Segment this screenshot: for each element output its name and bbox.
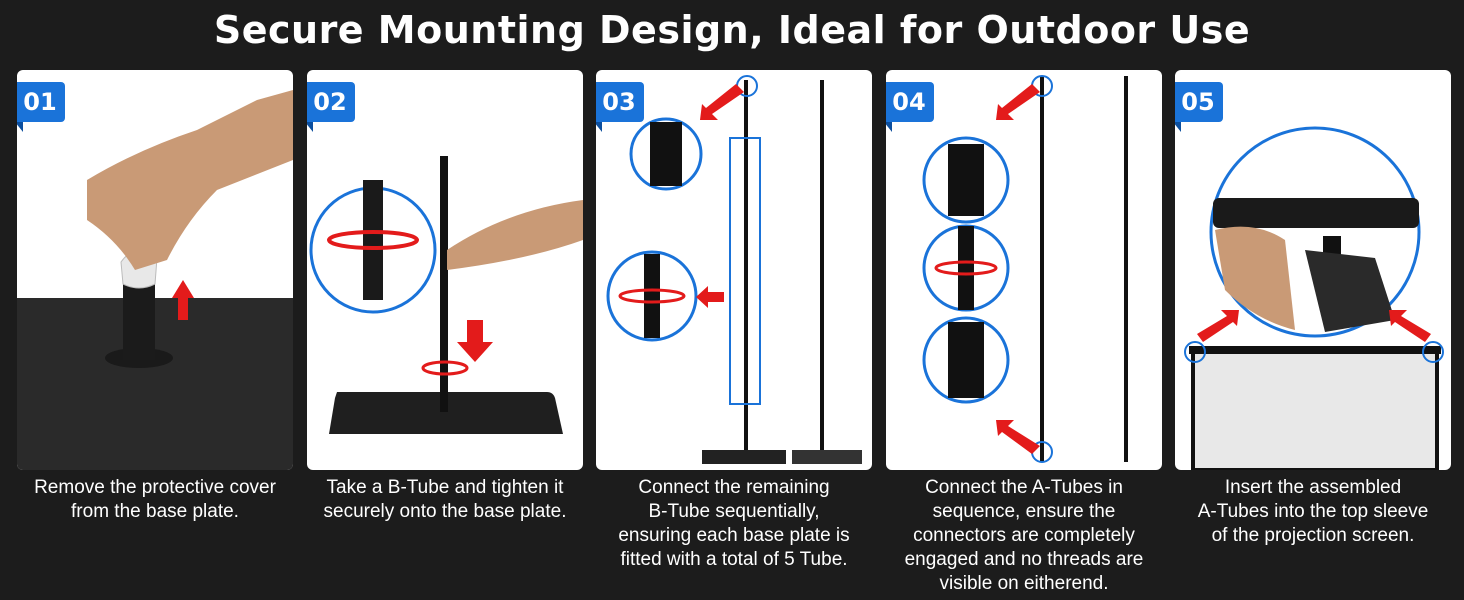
step-5-badge: 05 [1175, 82, 1223, 132]
step-1-illustration [17, 90, 293, 470]
step-5-caption: Insert the assembled A-Tubes into the to… [1197, 477, 1429, 546]
step-4-badge: 04 [886, 82, 934, 132]
step-panel-3: 03 [596, 70, 872, 470]
step-3-caption: Connect the remaining B-Tube sequentiall… [618, 477, 850, 570]
step-1-caption: Remove the protective cover from the bas… [34, 477, 276, 522]
step-2-badge: 02 [307, 82, 355, 132]
step-2-illustration [309, 156, 583, 434]
step-2-number: 02 [313, 88, 347, 116]
step-3-number: 03 [602, 88, 636, 116]
step-panel-4: 04 [886, 70, 1162, 470]
step-5-illustration [1184, 126, 1444, 470]
step-panel-5: 05 [1175, 70, 1451, 470]
step-1-number: 01 [23, 88, 57, 116]
page-title: Secure Mounting Design, Ideal for Outdoo… [213, 8, 1251, 52]
step-1-badge: 01 [17, 82, 65, 132]
step-panel-1: 01 [17, 70, 293, 470]
step-3-badge: 03 [596, 82, 644, 132]
step-5-number: 05 [1181, 88, 1215, 116]
step-4-illustration [922, 75, 1128, 463]
step-4-number: 04 [892, 88, 926, 116]
step-4-caption: Connect the A-Tubes in sequence, ensure … [904, 477, 1144, 594]
step-2-caption: Take a B-Tube and tighten it securely on… [323, 477, 567, 522]
step-3-illustration [606, 75, 862, 464]
step-panel-2: 02 [307, 70, 583, 470]
